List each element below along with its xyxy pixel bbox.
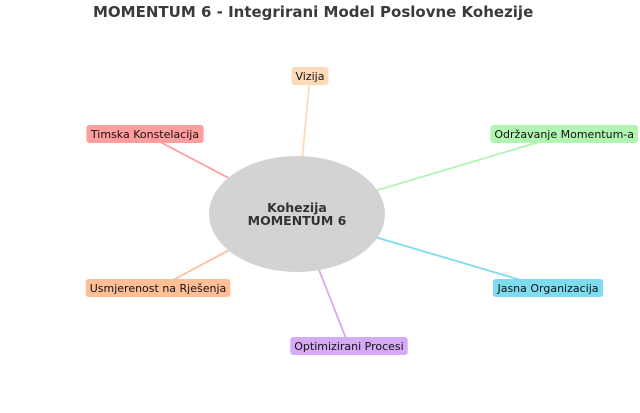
diagram-title: MOMENTUM 6 - Integrirani Model Poslovne … [93, 3, 534, 21]
node-label-odrzavanje-momentum-a: Održavanje Momentum-a [494, 128, 634, 141]
center-label-line1: Kohezija [267, 200, 327, 215]
node-box-odrzavanje-momentum-a [490, 125, 638, 143]
node-vizija: Vizija [291, 67, 329, 85]
node-timska-konstelacija: Timska Konstelacija [86, 125, 204, 143]
center-ellipse [209, 156, 385, 272]
node-box-optimizirani-procesi [290, 337, 408, 355]
node-label-jasna-organizacija: Jasna Organizacija [496, 282, 598, 295]
node-box-jasna-organizacija [492, 279, 604, 297]
node-usmjerenost-na-rjesenja: Usmjerenost na Rješenja [85, 279, 231, 297]
node-label-optimizirani-procesi: Optimizirani Procesi [294, 340, 403, 353]
node-label-vizija: Vizija [296, 70, 325, 83]
node-odrzavanje-momentum-a: Održavanje Momentum-a [490, 125, 638, 143]
node-label-usmjerenost-na-rjesenja: Usmjerenost na Rješenja [90, 282, 227, 295]
node-box-usmjerenost-na-rjesenja [85, 279, 231, 297]
node-box-vizija [291, 67, 329, 85]
center-label-line2: MOMENTUM 6 [248, 213, 347, 228]
node-optimizirani-procesi: Optimizirani Procesi [290, 337, 408, 355]
node-jasna-organizacija: Jasna Organizacija [492, 279, 604, 297]
node-box-timska-konstelacija [86, 125, 204, 143]
node-label-timska-konstelacija: Timska Konstelacija [90, 128, 199, 141]
